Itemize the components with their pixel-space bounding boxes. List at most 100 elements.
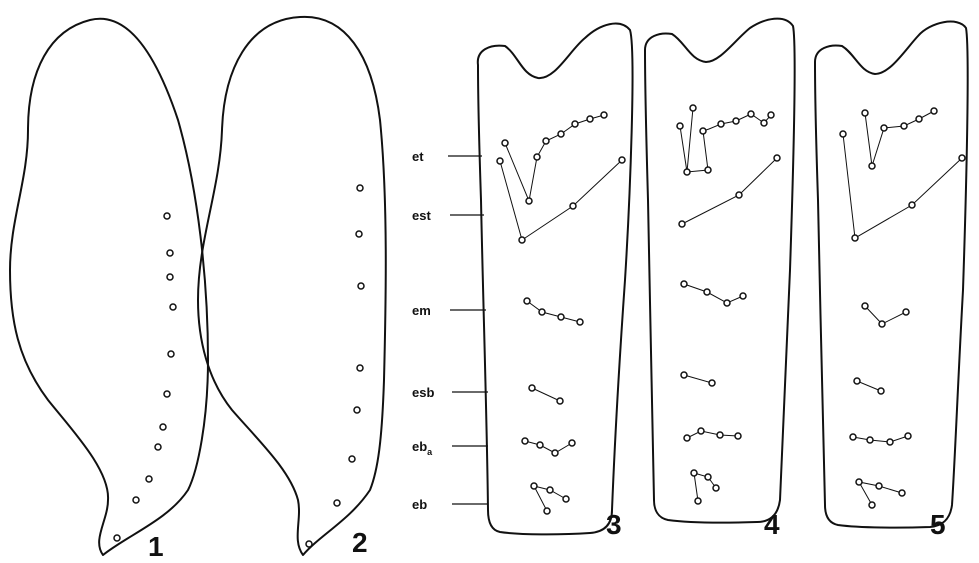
seta (862, 303, 868, 309)
panel-number-1: 1 (148, 531, 164, 562)
panel-5: 5 (815, 22, 968, 540)
panel-3-setae (497, 112, 625, 514)
seta (577, 319, 583, 325)
seta (916, 116, 922, 122)
seta (354, 407, 360, 413)
label-eba-subscript: a (427, 447, 433, 457)
connector (684, 284, 743, 303)
seta (867, 437, 873, 443)
seta (587, 116, 593, 122)
panel-5-outline (815, 22, 968, 528)
seta (539, 309, 545, 315)
seta (876, 483, 882, 489)
connector (865, 111, 934, 166)
seta (679, 221, 685, 227)
panel-3-outline (478, 24, 633, 535)
seta (840, 131, 846, 137)
seta (522, 438, 528, 444)
seta (349, 456, 355, 462)
seta (524, 298, 530, 304)
label-eb: eb (412, 497, 427, 512)
connector (500, 160, 622, 240)
label-et: et (412, 149, 424, 164)
seta (357, 185, 363, 191)
seta (155, 444, 161, 450)
seta (735, 433, 741, 439)
seta (695, 498, 701, 504)
seta (704, 289, 710, 295)
seta (558, 314, 564, 320)
connector (505, 115, 604, 201)
panel-4: 4 (645, 19, 795, 540)
seta (959, 155, 965, 161)
seta (534, 154, 540, 160)
seta (903, 309, 909, 315)
seta (547, 487, 553, 493)
seta (705, 474, 711, 480)
panel-4-outline (645, 19, 795, 523)
seta (334, 500, 340, 506)
seta (887, 439, 893, 445)
seta (850, 434, 856, 440)
seta (167, 250, 173, 256)
seta (306, 541, 312, 547)
seta (133, 497, 139, 503)
seta (705, 167, 711, 173)
connector (527, 301, 580, 322)
seta (167, 274, 173, 280)
seta (526, 198, 532, 204)
panel-1: 1 (10, 19, 208, 562)
seta (544, 508, 550, 514)
seta (748, 111, 754, 117)
panel-1-setae (114, 213, 176, 541)
seta (558, 131, 564, 137)
seta (931, 108, 937, 114)
seta (164, 391, 170, 397)
label-esb: esb (412, 385, 434, 400)
seta (852, 235, 858, 241)
seta (168, 351, 174, 357)
panel-number-4: 4 (764, 509, 780, 540)
seta (519, 237, 525, 243)
seta (557, 398, 563, 404)
seta (856, 479, 862, 485)
seta (357, 365, 363, 371)
label-est: est (412, 208, 431, 223)
seta (569, 440, 575, 446)
seta (713, 485, 719, 491)
seta (690, 105, 696, 111)
seta (146, 476, 152, 482)
seta (901, 123, 907, 129)
seta (869, 163, 875, 169)
connector (680, 108, 771, 172)
seta (862, 110, 868, 116)
seta (899, 490, 905, 496)
seta (531, 483, 537, 489)
panel-1-outline (10, 19, 208, 555)
seta (709, 380, 715, 386)
seta (878, 388, 884, 394)
seta (170, 304, 176, 310)
seta (724, 300, 730, 306)
seta (733, 118, 739, 124)
seta (552, 450, 558, 456)
seta (681, 372, 687, 378)
seta (497, 158, 503, 164)
seta (601, 112, 607, 118)
seta (502, 140, 508, 146)
panel-number-2: 2 (352, 527, 368, 558)
seta (529, 385, 535, 391)
seta (736, 192, 742, 198)
panel-number-5: 5 (930, 509, 946, 540)
panel-2-setae (306, 185, 364, 547)
panel-4-setae (677, 105, 780, 504)
seta (563, 496, 569, 502)
seta (768, 112, 774, 118)
seta (114, 535, 120, 541)
seta (761, 120, 767, 126)
seta (881, 125, 887, 131)
seta (718, 121, 724, 127)
seta (570, 203, 576, 209)
connector (525, 441, 572, 453)
connector (682, 158, 777, 224)
